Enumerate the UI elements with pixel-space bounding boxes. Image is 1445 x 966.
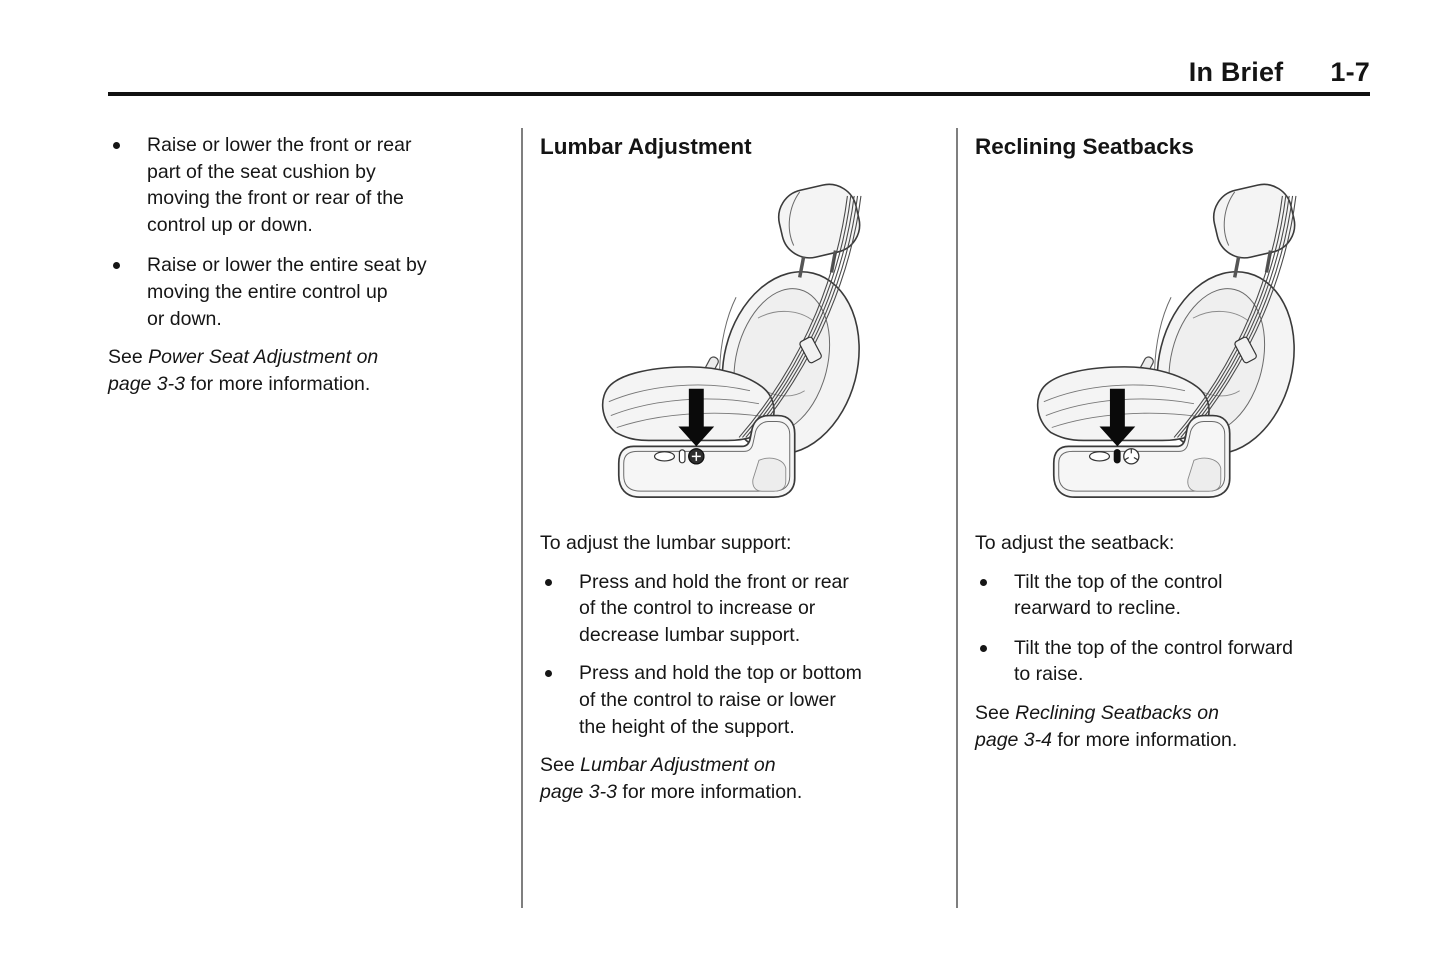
see-suffix: for more information. [1051, 728, 1238, 751]
bullet-text: Raise or lower the entire seat by moving… [147, 254, 427, 330]
recline-control-highlighted [1113, 449, 1121, 464]
page-header: In Brief 1-7 [1189, 57, 1370, 88]
bullet-text: Tilt the top of the control rearward to … [1014, 570, 1223, 620]
bullet-text: Tilt the top of the control forward to r… [1014, 636, 1293, 686]
bullet-item: Tilt the top of the control forward to r… [975, 635, 1371, 688]
bullet-text: Press and hold the front or rear of the … [579, 570, 849, 646]
reclining-seatbacks-column: Reclining Seatbacks To adjust the seatba… [975, 132, 1371, 753]
bullet-text: Raise or lower the front or rear part of… [147, 134, 412, 236]
reference-title: Lumbar Adjustment on page 3-3 [540, 754, 776, 803]
bullet-marker [980, 644, 987, 652]
intro-text: To adjust the seatback: [975, 532, 1175, 554]
down-arrow-icon [1099, 388, 1136, 447]
page-number: 1-7 [1330, 57, 1370, 87]
section-title: In Brief [1188, 57, 1284, 87]
bullet-marker [545, 578, 552, 586]
see-prefix: See [975, 701, 1016, 724]
see-suffix: for more information. [184, 372, 371, 395]
intro-text: To adjust the lumbar support: [540, 532, 792, 554]
cross-reference-note: See Lumbar Adjustment on page 3-3 for mo… [540, 752, 936, 805]
section-heading: Reclining Seatbacks [975, 134, 1194, 159]
lumbar-seat-illustration [554, 176, 942, 514]
column-divider [521, 128, 523, 908]
bullet-marker [113, 142, 120, 149]
see-suffix: for more information. [616, 780, 803, 803]
power-seat-column: Raise or lower the front or rear part of… [108, 132, 500, 397]
see-prefix: See [108, 346, 149, 369]
bullet-item: Raise or lower the entire seat by moving… [108, 252, 500, 332]
cross-reference-note: See Power Seat Adjustment on page 3-3 fo… [108, 344, 500, 397]
down-arrow-icon [678, 388, 715, 447]
seat-side-view [1035, 177, 1315, 499]
bullet-item: Raise or lower the front or rear part of… [108, 132, 500, 238]
reference-title: Power Seat Adjustment on page 3-3 [108, 346, 379, 395]
see-prefix: See [540, 754, 581, 777]
bullet-marker [545, 670, 552, 678]
bullet-text: Press and hold the top or bottom of the … [579, 662, 862, 738]
section-heading: Lumbar Adjustment [540, 134, 752, 159]
bullet-item: Tilt the top of the control rearward to … [975, 569, 1371, 622]
seat-side-view [600, 177, 880, 499]
column-divider [956, 128, 958, 908]
lumbar-adjustment-column: Lumbar Adjustment To adjust the lumbar s… [540, 132, 936, 805]
header-rule [108, 92, 1370, 96]
bullet-item: Press and hold the top or bottom of the … [540, 660, 936, 740]
reference-title: Reclining Seatbacks on page 3-4 [975, 701, 1219, 751]
bullet-marker [980, 578, 987, 586]
bullet-marker [113, 262, 120, 270]
bullet-item: Press and hold the front or rear of the … [540, 569, 936, 649]
recline-seat-illustration [989, 176, 1377, 514]
cross-reference-note: See Reclining Seatbacks on page 3-4 for … [975, 700, 1371, 753]
